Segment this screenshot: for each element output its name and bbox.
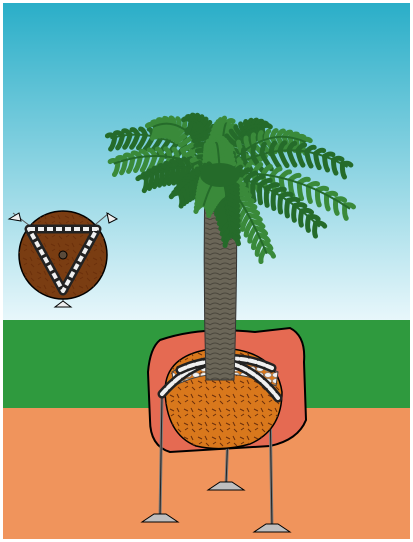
palm-crown bbox=[200, 163, 240, 187]
